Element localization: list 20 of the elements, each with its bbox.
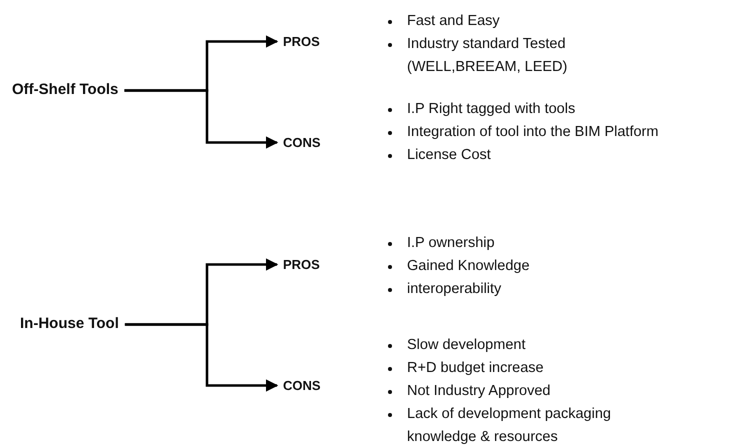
bullet-text: Industry standard Tested (WELL,BREEAM, LEED) <box>407 36 568 75</box>
category-label: Off-Shelf Tools <box>12 81 118 98</box>
pros-label: PROS <box>283 257 320 272</box>
bullet-text: interoperability <box>407 281 502 297</box>
bullet-text: Integration of tool into the BIM Platform <box>407 124 658 140</box>
bullet-text: Slow development <box>407 337 526 353</box>
pros-label: PROS <box>283 34 320 49</box>
bullet-text: Not Industry Approved <box>407 383 550 399</box>
category-label: In-House Tool <box>20 315 119 332</box>
bullet-text: I.P ownership <box>407 235 495 251</box>
bullet-text: R+D budget increase <box>407 360 544 376</box>
bullet-text: Fast and Easy <box>407 13 500 29</box>
cons-label: CONS <box>283 378 321 393</box>
bullet-text: I.P Right tagged with tools <box>407 101 576 117</box>
arrow <box>124 89 278 149</box>
cons-label: CONS <box>283 135 321 150</box>
arrow <box>124 323 278 392</box>
bullet-text: License Cost <box>407 147 491 163</box>
bullet-text: Lack of development packaging knowledge & resources <box>407 406 611 445</box>
bullet-text: Gained Knowledge <box>407 258 530 274</box>
